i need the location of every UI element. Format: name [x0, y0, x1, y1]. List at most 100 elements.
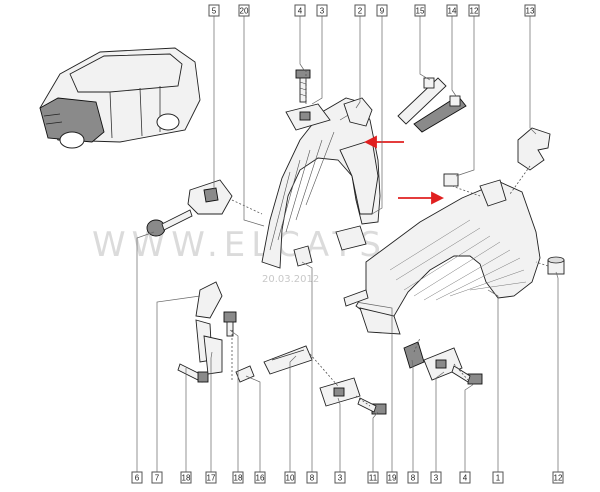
callout-leader — [529, 16, 537, 135]
callout-leader — [372, 411, 379, 472]
callout-leader — [210, 351, 213, 472]
callout-label: 14 — [448, 7, 457, 16]
nut-12-right — [547, 256, 565, 275]
bracket-3-right — [423, 347, 463, 381]
callout-top-8: 12 — [455, 4, 480, 177]
callout-label: 8 — [411, 474, 416, 483]
bolt-6 — [146, 209, 193, 237]
callout-leader — [337, 397, 341, 472]
callout-bottom-0: 6 — [131, 231, 155, 484]
clip-strip-14 — [413, 95, 467, 133]
callout-bottom-10: 19 — [355, 301, 398, 484]
callout-label: 18 — [182, 474, 191, 483]
callout-box — [367, 471, 379, 484]
callout-label: 6 — [135, 474, 140, 483]
callout-leader — [136, 231, 155, 472]
callout-box — [468, 4, 480, 17]
callout-top-9: 13 — [524, 4, 537, 135]
nut-12-top — [443, 173, 459, 187]
callout-box — [284, 471, 296, 484]
callout-box — [459, 471, 471, 484]
bracket-8-center — [335, 225, 367, 251]
rubber-seal-13 — [517, 127, 551, 171]
callout-leader — [411, 359, 414, 472]
callout-label: 18 — [234, 474, 243, 483]
callout-label: 10 — [286, 474, 295, 483]
callout-leader — [229, 329, 239, 472]
assembly-dashes — [231, 70, 549, 407]
callout-bottom-1: 7 — [151, 295, 201, 484]
callout-label: 11 — [369, 474, 378, 483]
front-fender — [355, 179, 541, 335]
callout-box — [294, 4, 306, 17]
callout-leader — [311, 16, 323, 105]
callout-leader — [301, 261, 313, 472]
clip-10 — [263, 345, 313, 375]
bracket-17 — [203, 335, 223, 375]
bracket-5 — [187, 179, 233, 215]
callout-box — [208, 4, 220, 17]
callout-bottom-6: 10 — [284, 355, 297, 484]
clip-strip-15 — [397, 77, 447, 125]
callout-top-4: 2 — [354, 4, 366, 109]
callout-label: 19 — [388, 474, 397, 483]
callout-leader — [156, 295, 201, 472]
callout-box — [414, 4, 426, 17]
callout-leader — [355, 16, 361, 109]
callout-box — [238, 4, 250, 17]
callout-box — [254, 471, 266, 484]
bolt-18-left — [177, 363, 209, 383]
callout-leader — [245, 375, 261, 472]
callout-label: 5 — [212, 7, 217, 16]
callout-label: 8 — [310, 474, 315, 483]
callout-label: 15 — [416, 7, 425, 16]
callout-label: 1 — [496, 474, 501, 483]
callout-label: 4 — [463, 474, 468, 483]
callout-box — [492, 471, 504, 484]
callout-leader — [487, 289, 499, 472]
callout-label: 2 — [358, 7, 363, 16]
bolt-18-upright — [223, 311, 237, 337]
callout-bottom-14: 1 — [487, 289, 504, 484]
bracket-3-center — [319, 377, 361, 407]
callout-box — [407, 471, 419, 484]
callout-leader — [451, 16, 457, 97]
callout-box — [430, 471, 442, 484]
watermark-date: 20.03.2012 — [262, 274, 319, 285]
callout-leader — [464, 383, 475, 472]
callout-leader — [299, 16, 305, 71]
clip-8-upper — [293, 245, 313, 267]
callout-bottom-9: 11 — [367, 411, 379, 484]
callout-label: 16 — [256, 474, 265, 483]
clip-8-right — [403, 341, 425, 369]
callout-box — [232, 471, 244, 484]
callout-bottom-3: 17 — [205, 351, 217, 484]
callout-box — [446, 4, 458, 17]
callout-label: 17 — [207, 474, 216, 483]
callout-box — [316, 4, 328, 17]
callout-bottom-5: 16 — [245, 375, 266, 484]
callout-bottom-15: 12 — [552, 271, 564, 484]
callout-bottom-7: 8 — [301, 261, 318, 484]
callout-top-7: 14 — [446, 4, 458, 97]
callout-top-0: 5 — [208, 4, 220, 190]
callout-box — [524, 4, 536, 17]
screw-top — [295, 69, 311, 103]
red-arrows — [363, 135, 445, 205]
callout-label: 9 — [380, 7, 385, 16]
callout-box — [131, 471, 143, 484]
callout-box — [386, 471, 398, 484]
callout-bottom-4: 18 — [229, 329, 244, 484]
fender-liner — [261, 97, 381, 269]
callout-box — [376, 4, 388, 17]
callout-leader — [243, 16, 265, 227]
callout-leader — [455, 16, 475, 177]
callout-box — [552, 471, 564, 484]
callout-top-6: 15 — [414, 4, 431, 81]
callout-leader — [555, 271, 559, 472]
callout-label: 12 — [470, 7, 479, 16]
callout-label: 20 — [240, 7, 249, 16]
callout-box — [306, 471, 318, 484]
callout-leader — [371, 16, 383, 215]
